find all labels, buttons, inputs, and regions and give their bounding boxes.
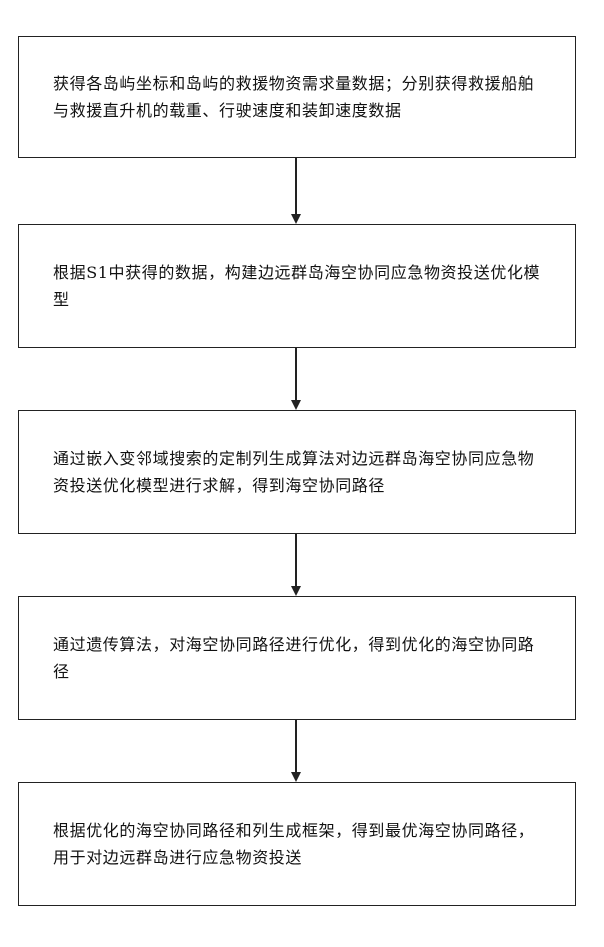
flow-step-3-text: 通过嵌入变邻域搜索的定制列生成算法对边远群岛海空协同应急物资投送优化模型进行求解… [53,445,541,499]
arrow-head-icon [291,586,301,596]
flow-step-2: 根据S1中获得的数据，构建边远群岛海空协同应急物资投送优化模型 [18,224,576,348]
flow-step-2-text: 根据S1中获得的数据，构建边远群岛海空协同应急物资投送优化模型 [53,259,541,313]
arrow-head-icon [291,772,301,782]
flow-step-4-text: 通过遗传算法，对海空协同路径进行优化，得到优化的海空协同路径 [53,631,541,685]
flow-step-1: 获得各岛屿坐标和岛屿的救援物资需求量数据；分别获得救援船舶与救援直升机的载重、行… [18,36,576,158]
flow-step-3: 通过嵌入变邻域搜索的定制列生成算法对边远群岛海空协同应急物资投送优化模型进行求解… [18,410,576,534]
flow-step-5-text: 根据优化的海空协同路径和列生成框架，得到最优海空协同路径，用于对边远群岛进行应急… [53,817,541,871]
arrow-head-icon [291,400,301,410]
flow-step-5: 根据优化的海空协同路径和列生成框架，得到最优海空协同路径，用于对边远群岛进行应急… [18,782,576,906]
arrow-head-icon [291,214,301,224]
flow-step-4: 通过遗传算法，对海空协同路径进行优化，得到优化的海空协同路径 [18,596,576,720]
flow-step-1-text: 获得各岛屿坐标和岛屿的救援物资需求量数据；分别获得救援船舶与救援直升机的载重、行… [53,70,541,124]
